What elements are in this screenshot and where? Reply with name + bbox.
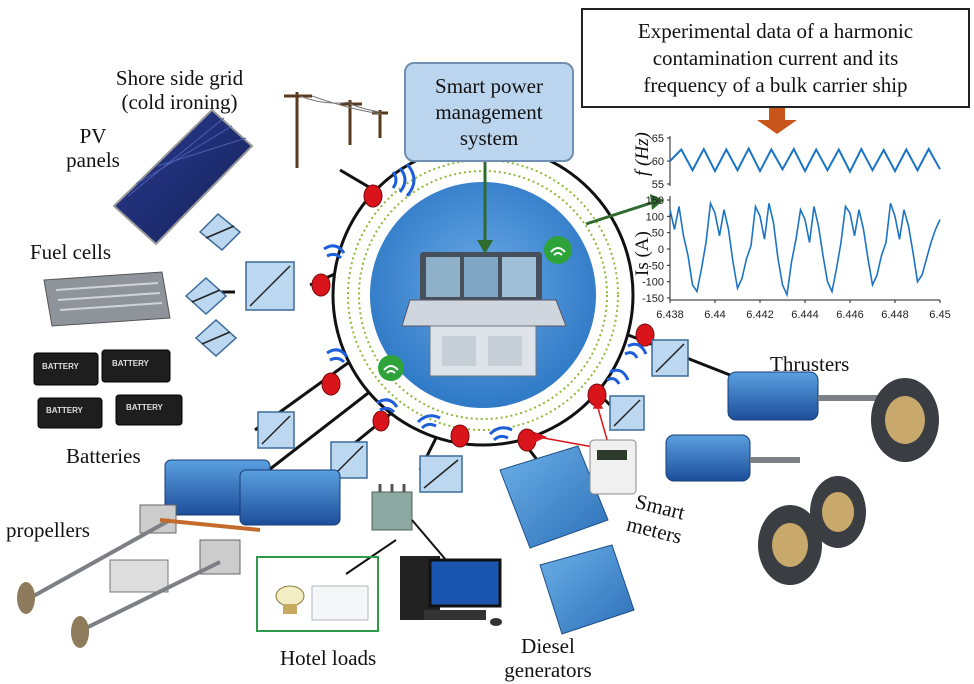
chart2-ytick-label: 150 xyxy=(646,195,664,207)
label-pv-panels: PV panels xyxy=(58,124,128,172)
battery-label-1: BATTERY xyxy=(42,362,79,371)
label-shore-line1: Shore side grid xyxy=(115,66,244,90)
pms-arrowhead xyxy=(477,240,493,254)
converter-fuel-b xyxy=(194,318,238,358)
label-propellers: propellers xyxy=(6,518,90,542)
wifi-green-icon-bottom xyxy=(378,355,404,381)
chart2-xtick-label: 6.446 xyxy=(836,309,864,321)
red-node-diesel xyxy=(517,428,537,452)
battery-label-4: BATTERY xyxy=(126,403,163,412)
orange-arrow-shaft xyxy=(769,108,785,122)
chart2-xtick-label: 6.44 xyxy=(704,309,725,321)
hotel-heater-icon xyxy=(311,585,369,621)
label-batteries: Batteries xyxy=(66,444,141,468)
converter-boxes xyxy=(184,212,689,493)
hotel-lamp-icon xyxy=(275,585,305,614)
harmonic-chart: f (Hz) Is (A) 55 60 65 -150 -100 -50 0 50 100 15… xyxy=(632,132,951,321)
smart-power-management-box: Smart power management system xyxy=(404,62,574,162)
converter-pv xyxy=(198,212,242,252)
label-pv-line2: panels xyxy=(66,148,120,172)
chart1-ytick-label: 55 xyxy=(652,179,664,191)
computer-icon xyxy=(400,556,502,626)
red-node-propeller xyxy=(372,410,390,432)
label-diesel-line1: Diesel xyxy=(521,634,575,658)
exp-line1: Experimental data of a harmonic xyxy=(637,18,914,43)
chart2-xtick-label: 6.448 xyxy=(881,309,909,321)
converter-battery xyxy=(257,411,295,449)
converter-fuel-a xyxy=(184,276,228,316)
label-pv-line1: PV xyxy=(79,124,107,148)
frequency-series-line xyxy=(669,146,941,174)
pms-line2: management xyxy=(435,100,543,124)
chart2-ytick-label: -100 xyxy=(642,277,664,289)
wifi-arcs xyxy=(323,163,648,442)
hotel-loads-frame xyxy=(256,556,379,632)
converter-main xyxy=(245,261,295,311)
label-thrusters: Thrusters xyxy=(770,352,850,376)
transformer-icon xyxy=(371,484,413,531)
red-node-shore xyxy=(363,184,383,208)
experimental-data-caption: Experimental data of a harmonic contamin… xyxy=(581,8,970,108)
red-node-hotel xyxy=(450,424,470,448)
smart-meter-icon xyxy=(589,439,637,495)
chart2-ytick-label: 0 xyxy=(658,244,664,256)
orange-arrowhead xyxy=(757,120,797,134)
chart2-xtick-label: 6.438 xyxy=(656,309,684,321)
battery-1 xyxy=(33,352,99,386)
red-node-fuel xyxy=(311,273,331,297)
control-console-icon xyxy=(401,252,567,377)
label-shore-line2: (cold ironing) xyxy=(121,90,238,114)
fuel-cells-icon xyxy=(43,271,171,327)
converter-thruster-b xyxy=(609,395,645,431)
chart-arrow-line xyxy=(585,200,655,226)
label-shore-grid: Shore side grid (cold ironing) xyxy=(92,66,267,114)
chart2-ylabel: Is (A) xyxy=(632,231,653,276)
converter-hotel xyxy=(419,455,463,493)
chart1-ylabel: f (Hz) xyxy=(632,132,653,176)
chart2-xtick-label: 6.444 xyxy=(791,309,819,321)
chart1-ytick-label: 60 xyxy=(652,156,664,168)
red-node-thruster-a xyxy=(635,323,655,347)
hub-dotted-ring-b xyxy=(358,170,608,420)
chart2-ytick-label: -50 xyxy=(648,260,664,272)
chart2-ytick-label: -150 xyxy=(642,293,664,305)
transformer-pc-link xyxy=(411,519,447,561)
battery-2 xyxy=(101,349,171,383)
shore-grid-icon xyxy=(284,92,388,168)
pms-line3: system xyxy=(459,126,519,150)
chart2-xtick-label: 6.45 xyxy=(929,309,950,321)
diesel-generators-icon xyxy=(499,445,635,635)
pms-line1: Smart power xyxy=(435,74,543,98)
battery-4 xyxy=(115,394,183,426)
converter-thruster-a xyxy=(651,339,689,377)
exp-line2: contamination current and its xyxy=(652,45,899,70)
label-fuel-cells: Fuel cells xyxy=(30,240,112,264)
chart2-xtick-label: 6.442 xyxy=(746,309,774,321)
battery-label-3: BATTERY xyxy=(46,406,83,415)
chart2-ytick-label: 50 xyxy=(652,228,664,240)
pv-panel-icon xyxy=(112,108,254,246)
chart-arrowhead xyxy=(650,194,664,210)
battery-label-2: BATTERY xyxy=(112,359,149,368)
exp-line3: frequency of a bulk carrier ship xyxy=(643,72,908,97)
thrusters-icon xyxy=(665,371,939,585)
wifi-green-icon-top xyxy=(544,236,572,264)
batteries-icon xyxy=(33,349,183,429)
red-node-battery xyxy=(321,372,341,396)
battery-3 xyxy=(37,397,103,429)
current-series-line xyxy=(669,200,941,298)
label-diesel-generators: Diesel generators xyxy=(486,634,610,682)
propellers-icon xyxy=(17,459,341,648)
chart1-ytick-label: 65 xyxy=(652,133,664,145)
label-diesel-line2: generators xyxy=(504,658,592,682)
chart2-ytick-label: 100 xyxy=(646,211,664,223)
label-hotel-loads: Hotel loads xyxy=(280,646,377,670)
